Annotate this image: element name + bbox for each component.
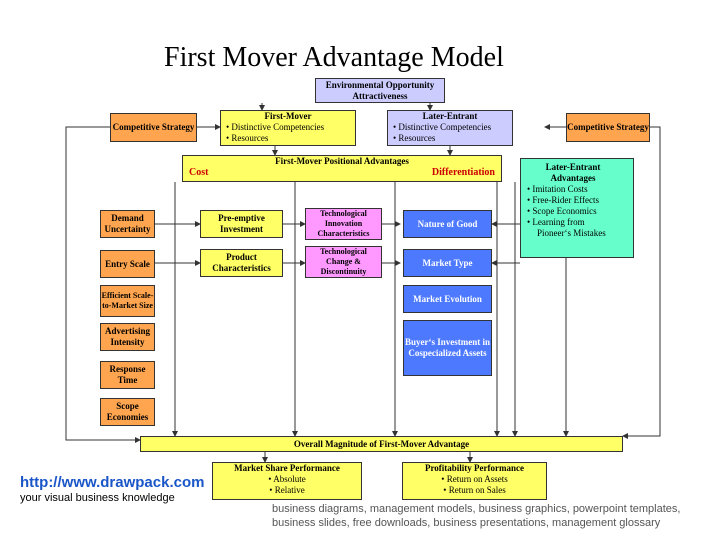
scope-economies-label: Scope Economies [106,401,149,422]
product-characteristics-box: Product Characteristics [200,249,283,277]
entry-scale-label: Entry Scale [105,258,150,269]
later-entrant-advantage-item: • Learning from [527,217,585,227]
competitive-strategy-right-box: Competitive Strategy [566,113,650,142]
positional-advantages-heading: First-Mover Positional Advantages [275,156,409,166]
tech-innovation-label: Technological Innovation Characteristics [317,209,370,238]
footer-tagline: your visual business knowledge [20,492,175,504]
demand-uncertainty-label: Demand Uncertainty [104,213,151,234]
buyers-investment-label: Buyer‘s Investment in Cospecialized Asse… [405,337,490,358]
response-time-box: Response Time [100,361,155,389]
later-entrant-advantage-item: Pioneer‘s Mistakes [537,228,606,238]
later-entrant-advantages-heading: Later-Entrant Advantages [545,162,601,183]
market-type-box: Market Type [403,249,492,277]
first-mover-heading: First-Mover [264,111,312,121]
differentiation-label: Differentiation [431,167,495,178]
advertising-intensity-label: Advertising Intensity [105,326,150,347]
preemptive-investment-label: Pre-emptive Investment [218,213,265,234]
competitive-strategy-left-label: Competitive Strategy [112,122,195,132]
market-share-performance-box: Market Share Performance • Absolute • Re… [212,462,362,500]
later-entrant-item: • Resources [393,133,436,143]
later-entrant-advantages-box: Later-Entrant Advantages • Imitation Cos… [520,158,634,258]
market-share-heading: Market Share Performance [234,463,340,473]
product-characteristics-label: Product Characteristics [212,252,271,273]
buyers-investment-box: Buyer‘s Investment in Cospecialized Asse… [403,320,492,376]
market-evolution-box: Market Evolution [403,285,492,313]
later-entrant-advantage-item: • Imitation Costs [527,184,588,194]
advertising-intensity-box: Advertising Intensity [100,323,155,351]
later-entrant-heading: Later-Entrant [422,111,478,121]
demand-uncertainty-box: Demand Uncertainty [100,210,155,238]
later-entrant-advantage-item: • Free-Rider Effects [527,195,599,205]
nature-of-good-box: Nature of Good [403,210,492,238]
environmental-opportunity-label: Environmental Opportunity Attractiveness [325,79,435,101]
competitive-strategy-right-label: Competitive Strategy [567,122,649,132]
later-entrant-item: • Distinctive Competencies [393,122,492,132]
later-entrant-box: Later-Entrant • Distinctive Competencies… [387,110,513,146]
profitability-heading: Profitability Performance [424,463,525,473]
tech-change-label: Technological Change & Discontinuity [320,247,367,276]
market-share-item: • Relative [269,485,305,495]
footer-description: business diagrams, management models, bu… [272,503,681,529]
first-mover-item: • Resources [226,133,269,143]
tech-change-box: Technological Change & Discontinuity [305,246,382,278]
efficient-scale-box: Efficient Scale-to-Market Size [100,285,155,317]
profitability-item: • Return on Assets [441,474,508,484]
market-evolution-label: Market Evolution [413,293,482,304]
overall-magnitude-label: Overall Magnitude of First-Mover Advanta… [293,438,470,449]
later-entrant-advantage-item: • Scope Economics [527,206,597,216]
nature-of-good-label: Nature of Good [417,218,478,229]
profitability-performance-box: Profitability Performance • Return on As… [402,462,547,500]
footer-url-link[interactable]: http://www.drawpack.com [20,474,205,491]
positional-advantages-box: First-Mover Positional Advantages Cost D… [182,155,502,182]
preemptive-investment-box: Pre-emptive Investment [200,210,283,238]
scope-economies-box: Scope Economies [100,398,155,426]
page-title: First Mover Advantage Model [164,42,504,73]
market-type-label: Market Type [422,257,473,268]
cost-label: Cost [189,167,209,178]
tech-innovation-box: Technological Innovation Characteristics [305,208,382,240]
market-share-item: • Absolute [268,474,306,484]
overall-magnitude-bar: Overall Magnitude of First-Mover Advanta… [140,436,623,452]
first-mover-item: • Distinctive Competencies [226,122,325,132]
efficient-scale-label: Efficient Scale-to-Market Size [101,291,154,310]
response-time-label: Response Time [109,364,146,385]
profitability-item: • Return on Sales [443,485,506,495]
competitive-strategy-left-box: Competitive Strategy [110,113,197,142]
entry-scale-box: Entry Scale [100,250,155,278]
environmental-opportunity-box: Environmental Opportunity Attractiveness [315,78,445,103]
first-mover-box: First-Mover • Distinctive Competencies •… [220,110,356,146]
